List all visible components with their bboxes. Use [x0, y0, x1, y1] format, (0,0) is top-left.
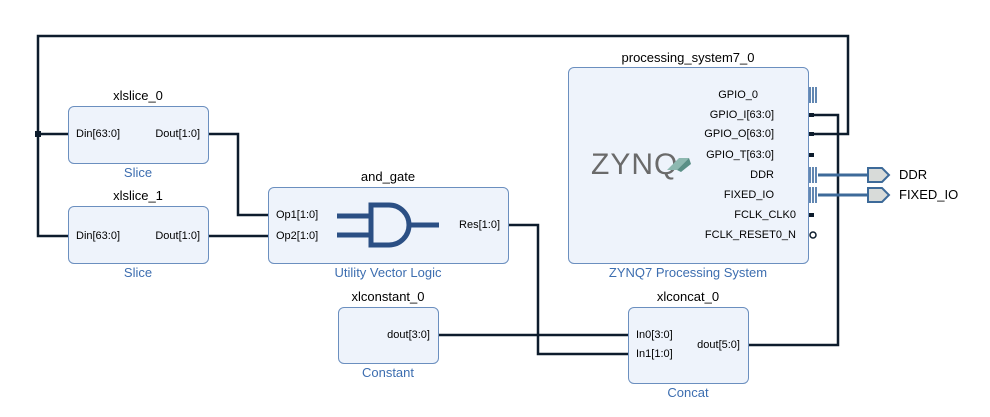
- xlconcat-0-dout-port: dout[5:0]: [697, 339, 740, 351]
- zynq-logo-icon: [667, 158, 691, 172]
- fixed-io-port-icon: [867, 187, 891, 203]
- ps7-gpio-0-port: GPIO_0: [718, 89, 758, 101]
- xlslice-0-dout-port: Dout[1:0]: [155, 128, 200, 140]
- xlconcat-0-block[interactable]: In0[3:0] In1[1:0] dout[5:0]: [628, 307, 749, 384]
- wire-gpio-o-feedback: [36, 34, 850, 238]
- ps7-block[interactable]: ZYNQ GPIO_0 GPIO_I[63:0] GPIO_O[63:0] GP…: [568, 67, 809, 264]
- xlslice-1-block[interactable]: Din[63:0] Dout[1:0]: [68, 206, 209, 264]
- fixed-io-bus-icon: [809, 187, 817, 203]
- ps7-type: ZYNQ7 Processing System: [608, 265, 768, 280]
- xlslice-1-title: xlslice_1: [113, 188, 163, 203]
- fclk-reset-inverted-icon: [809, 231, 817, 239]
- and-gate-res-port: Res[1:0]: [459, 219, 500, 231]
- xlslice-1-dout-port: Dout[1:0]: [155, 230, 200, 242]
- external-port-ddr[interactable]: DDR: [899, 167, 928, 182]
- xlconstant-0-title: xlconstant_0: [351, 289, 425, 304]
- xlconstant-0-block[interactable]: dout[3:0]: [338, 307, 439, 364]
- ddr-port-icon: [867, 167, 891, 183]
- ps7-fclk-clk0-port: FCLK_CLK0: [734, 209, 796, 221]
- xlconcat-0-title: xlconcat_0: [656, 289, 720, 304]
- xlconcat-0-type: Concat: [667, 385, 709, 400]
- and-gate-type: Utility Vector Logic: [334, 265, 442, 280]
- xlslice-0-title: xlslice_0: [113, 88, 163, 103]
- external-port-fixed-io[interactable]: FIXED_IO: [899, 187, 959, 202]
- wire-concat-to-gpio-i: [748, 113, 840, 347]
- wire-res-to-in1: [508, 223, 628, 356]
- ps7-gpio-i-port: GPIO_I[63:0]: [709, 109, 774, 121]
- bus-connections: [818, 167, 891, 203]
- xlconcat-0-in1-port: In1[1:0]: [636, 348, 673, 360]
- ps7-title: processing_system7_0: [621, 50, 755, 65]
- and-gate-icon: [337, 202, 439, 248]
- xlslice-0-type: Slice: [123, 165, 153, 180]
- and-gate-title: and_gate: [360, 169, 416, 184]
- wire-slice0-to-op1: [208, 132, 268, 217]
- ps7-fclk-reset0-n-port: FCLK_RESET0_N: [704, 229, 796, 241]
- xlslice-1-type: Slice: [123, 265, 153, 280]
- xlconstant-0-dout-port: dout[3:0]: [387, 329, 430, 341]
- xlconcat-0-in0-port: In0[3:0]: [636, 329, 673, 341]
- xlslice-0-din-port: Din[63:0]: [76, 128, 121, 140]
- ps7-fixed-io-port: FIXED_IO: [723, 189, 774, 201]
- zynq-logo-text: ZYNQ: [591, 148, 679, 181]
- and-gate-op1-port: Op1[1:0]: [276, 209, 319, 221]
- xlconstant-0-type: Constant: [361, 365, 415, 380]
- and-gate-block[interactable]: Op1[1:0] Op2[1:0] Res[1:0]: [268, 187, 509, 264]
- ddr-bus-icon: [809, 167, 817, 183]
- and-gate-op2-port: Op2[1:0]: [276, 230, 319, 242]
- gpio-0-bus-icon: [809, 87, 817, 103]
- ps7-gpio-o-port: GPIO_O[63:0]: [704, 128, 774, 140]
- xlslice-1-din-port: Din[63:0]: [76, 230, 121, 242]
- ps7-gpio-t-port: GPIO_T[63:0]: [706, 149, 774, 161]
- wires: [36, 34, 850, 356]
- wire-junction: [35, 131, 41, 137]
- ps7-ddr-port: DDR: [750, 169, 774, 181]
- xlslice-0-block[interactable]: Din[63:0] Dout[1:0]: [68, 106, 209, 164]
